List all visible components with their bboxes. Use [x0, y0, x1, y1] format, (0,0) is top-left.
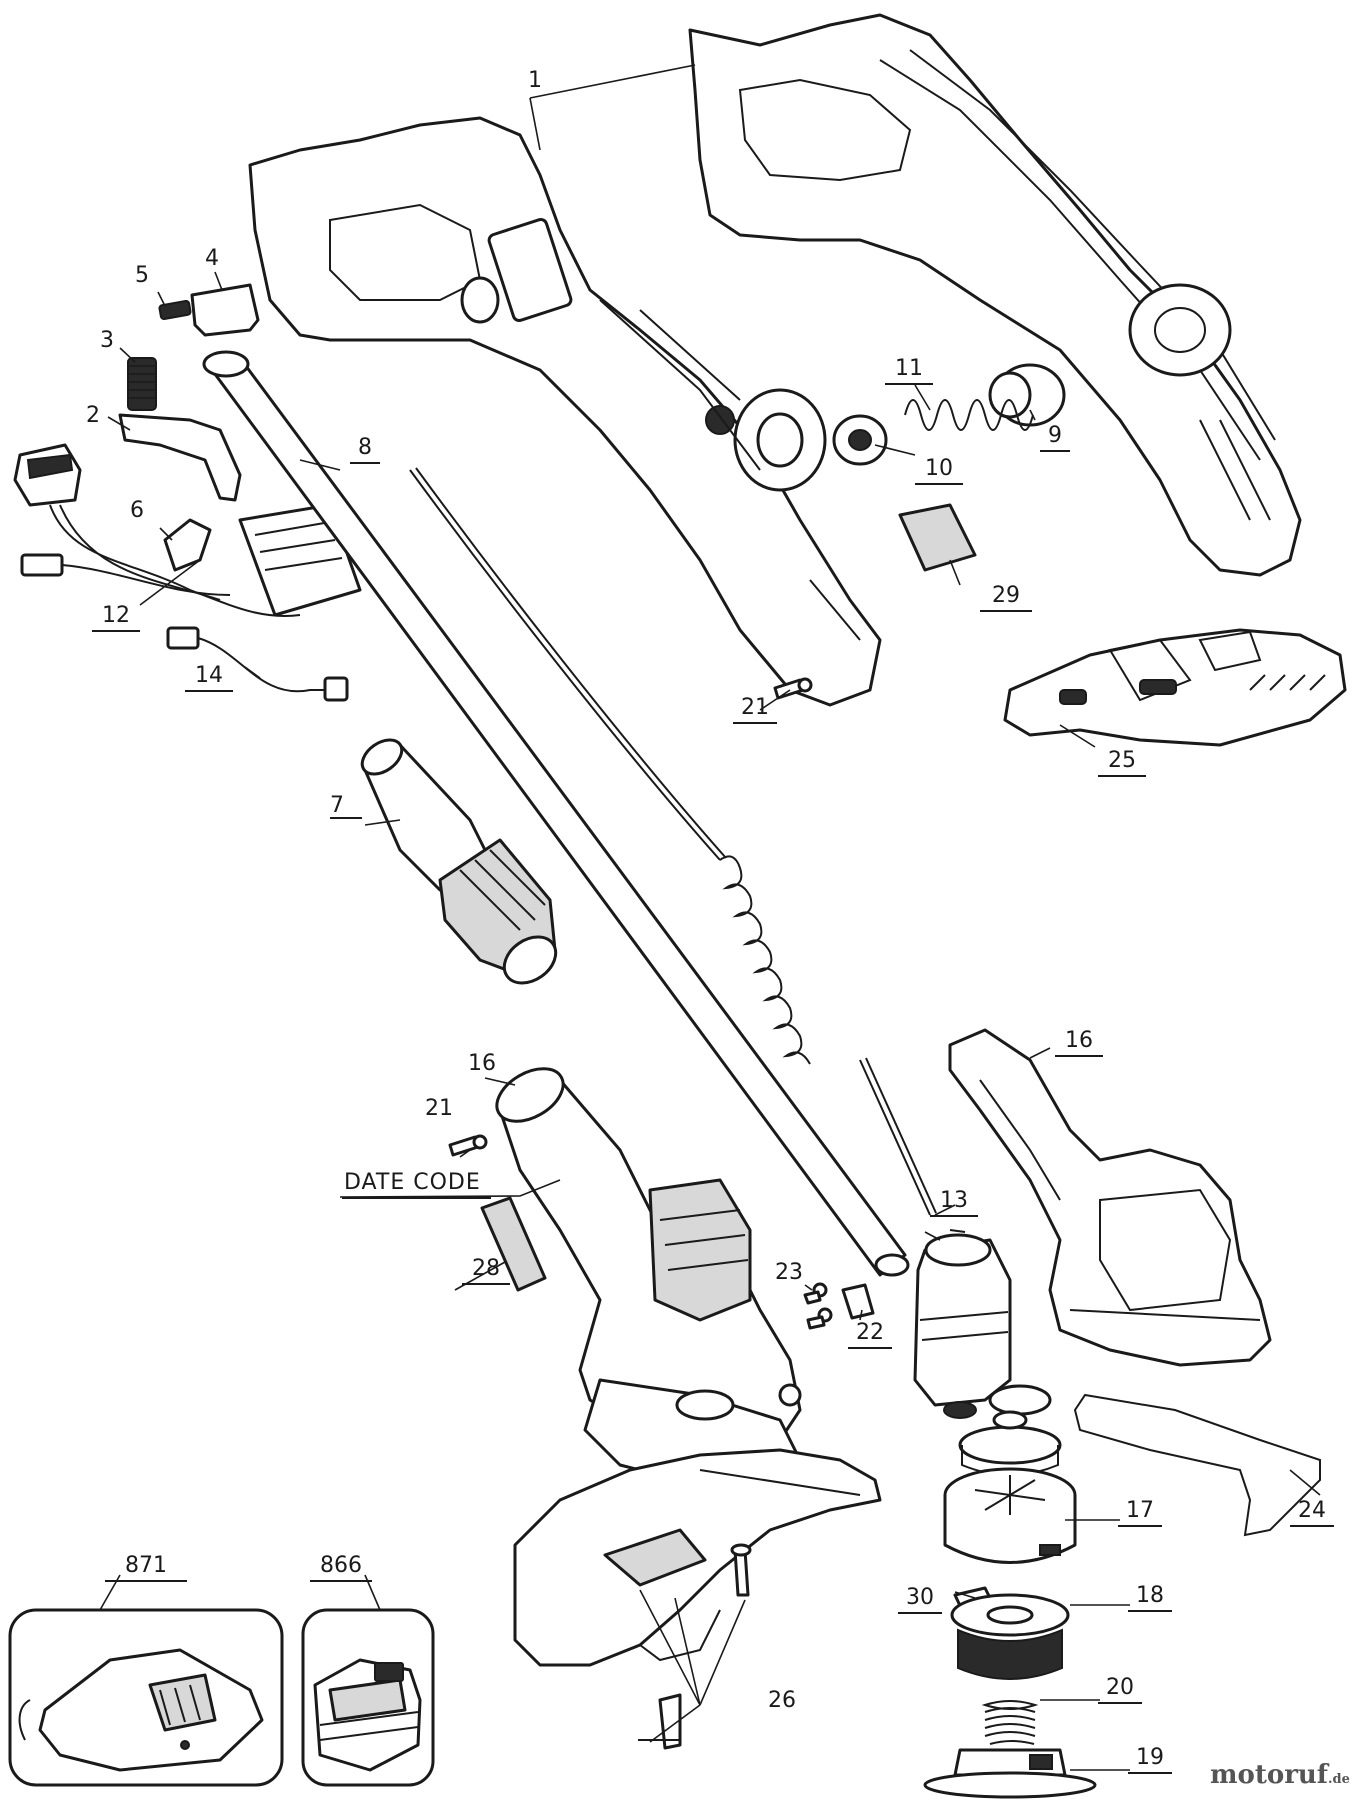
part-3-spring — [127, 357, 157, 411]
callout-29: 29 — [980, 585, 1032, 612]
callout-12: 12 — [92, 605, 140, 632]
callout-3: 3 — [100, 328, 114, 353]
callout-9: 9 — [1040, 425, 1070, 452]
callout-11: 11 — [885, 358, 933, 385]
part-1-handle-housing-right — [688, 13, 1302, 577]
callout-24: 24 — [1290, 1500, 1334, 1527]
callout-10: 10 — [915, 458, 963, 485]
callout-25: 25 — [1098, 750, 1146, 777]
part-5-small-spring — [158, 299, 192, 321]
callout-871: 871 — [105, 1555, 187, 1582]
callout-13: 13 — [930, 1190, 978, 1217]
callout-21-lower: 21 — [425, 1096, 453, 1121]
gear — [958, 1410, 1062, 1476]
part-8-shaft-tube — [202, 350, 910, 1277]
watermark-brand: motoruf — [1210, 1760, 1328, 1790]
part-22-clip — [841, 1283, 875, 1320]
callout-14: 14 — [185, 665, 233, 692]
part-26-fasteners — [638, 1543, 752, 1750]
callout-26: 26 — [768, 1688, 796, 1713]
callout-6: 6 — [130, 498, 144, 523]
part-10-washer — [832, 414, 888, 466]
callout-2: 2 — [86, 403, 100, 428]
callout-18: 18 — [1128, 1585, 1172, 1612]
part-16-motor-housing-left — [495, 1067, 802, 1482]
callout-28: 28 — [462, 1258, 510, 1285]
callout-23: 23 — [775, 1260, 803, 1285]
callout-30: 30 — [898, 1587, 942, 1614]
callout-20: 20 — [1098, 1677, 1142, 1704]
callout-16-right: 16 — [1055, 1030, 1103, 1057]
part-1-handle-housing-left — [248, 116, 882, 707]
callout-8: 8 — [350, 437, 380, 464]
coiled-cable — [409, 467, 937, 1216]
part-17-spool-housing — [943, 1467, 1077, 1564]
callout-19: 19 — [1128, 1747, 1172, 1774]
part-20-spring — [981, 1700, 1039, 1745]
callout-5: 5 — [135, 263, 149, 288]
callout-4: 4 — [205, 246, 219, 271]
watermark-suffix: .de — [1328, 1772, 1350, 1787]
date-code-label: DATE CODE — [342, 1172, 491, 1199]
part-24-edge-guide — [1073, 1393, 1321, 1537]
guard — [513, 1448, 882, 1667]
part-29-label — [898, 503, 977, 572]
callout-17: 17 — [1118, 1500, 1162, 1527]
callout-21-upper: 21 — [733, 697, 777, 724]
callout-866: 866 — [310, 1555, 372, 1582]
part-21-screw-upper — [773, 677, 813, 700]
part-6-switch — [163, 518, 212, 572]
part-871-charger — [8, 1608, 284, 1787]
part-2-trigger — [118, 413, 242, 502]
callout-22: 22 — [848, 1322, 892, 1349]
part-4-lock-button — [190, 283, 260, 337]
part-13-motor — [913, 1229, 1052, 1419]
part-23-screws — [803, 1282, 833, 1330]
part-21-screw-lower — [448, 1134, 488, 1157]
part-11-spring — [904, 399, 1034, 431]
part-12-wiring-harness — [13, 443, 362, 617]
part-18-spool — [950, 1593, 1070, 1680]
part-25-aux-handle — [1003, 628, 1347, 747]
callout-7: 7 — [330, 795, 362, 819]
leader-lines — [99, 64, 1321, 1771]
part-7-adapter — [360, 738, 558, 985]
watermark: motoruf.de — [1210, 1760, 1350, 1790]
callout-16-left: 16 — [468, 1051, 496, 1076]
part-16-motor-housing-right — [948, 1028, 1272, 1367]
callout-1: 1 — [528, 68, 542, 93]
part-28-label — [480, 1196, 547, 1292]
part-19-spool-cap — [923, 1748, 1097, 1799]
part-866-battery — [301, 1608, 435, 1787]
part-9-collar — [988, 363, 1066, 427]
